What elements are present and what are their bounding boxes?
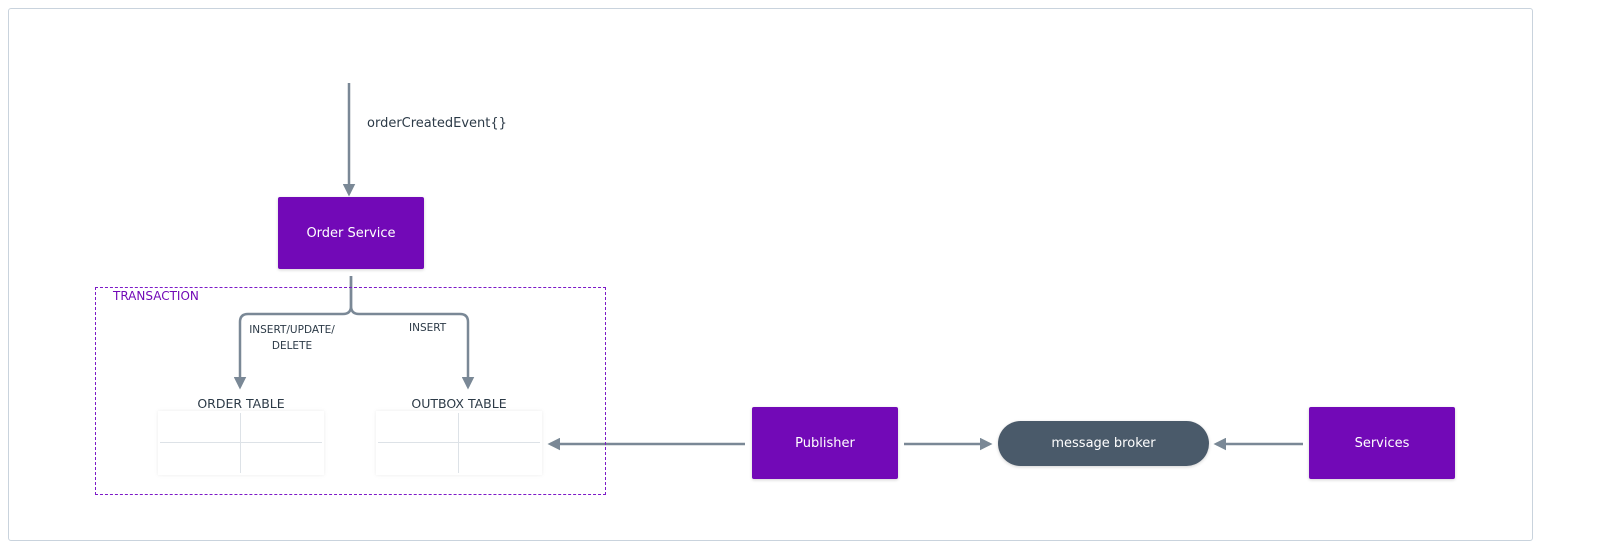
order-table-label: ORDER TABLE <box>197 396 285 411</box>
arrow-to-outbox-table <box>349 276 475 390</box>
order-table[interactable] <box>158 411 324 475</box>
services-node[interactable]: Services <box>1309 407 1455 479</box>
edge-label-insert-update-delete: INSERT/UPDATE/ DELETE <box>246 322 338 354</box>
outbox-table[interactable] <box>376 411 542 475</box>
message-broker-node[interactable]: message broker <box>998 421 1209 466</box>
message-broker-label: message broker <box>1051 436 1156 451</box>
edge-label-insert: INSERT <box>409 322 447 334</box>
event-label: orderCreatedEvent{} <box>367 116 507 131</box>
edge-label-line2: DELETE <box>271 340 313 352</box>
transaction-boundary <box>95 287 606 495</box>
publisher-label: Publisher <box>795 435 855 451</box>
table-col-divider <box>458 413 459 473</box>
publisher-node[interactable]: Publisher <box>752 407 898 479</box>
order-service-node[interactable]: Order Service <box>278 197 424 269</box>
outbox-table-label: OUTBOX TABLE <box>411 396 507 411</box>
services-label: Services <box>1354 435 1410 451</box>
transaction-label: TRANSACTION <box>113 289 199 303</box>
edge-label-line1: INSERT/UPDATE/ <box>249 324 335 336</box>
table-col-divider <box>240 413 241 473</box>
order-service-label: Order Service <box>306 225 396 241</box>
table-row-divider <box>160 442 322 443</box>
table-row-divider <box>378 442 540 443</box>
